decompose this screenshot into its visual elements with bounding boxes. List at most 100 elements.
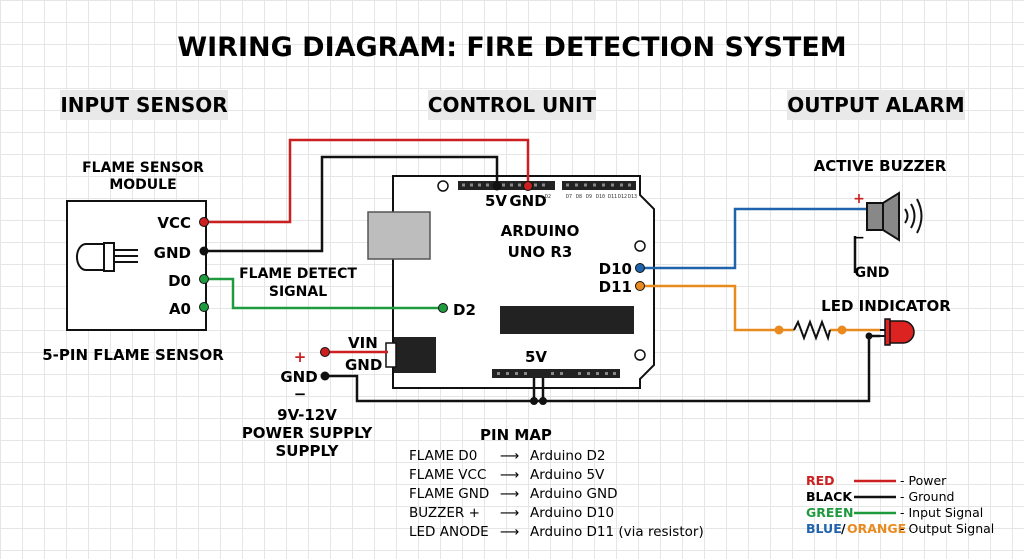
arduino-pin-gnd: GND (509, 192, 546, 210)
connector-dot (199, 217, 209, 227)
header-pin-label: D9 (586, 194, 592, 200)
sensor-caption: 5-PIN FLAME SENSOR (42, 346, 224, 364)
power-label-line3: SUPPLY (275, 442, 339, 460)
section-header-control: CONTROL UNIT (428, 93, 597, 117)
mount-hole (634, 240, 646, 252)
header-bottom (492, 369, 620, 378)
arduino-pin-d11: D11 (599, 278, 632, 296)
power-label-line2: POWER SUPPLY (242, 424, 374, 442)
header-top-left (458, 181, 555, 190)
led-title: LED INDICATOR (821, 297, 951, 315)
mount-hole (437, 180, 449, 192)
pin-map-table: FLAME D0 ⟶ Arduino D2 FLAME VCC ⟶ Arduin… (409, 448, 704, 540)
pin-map-arrow: ⟶ (500, 448, 519, 464)
pin-map-from: LED ANODE (409, 524, 489, 540)
power-label-line1: 9V-12V (277, 406, 337, 424)
header-pin-label: D8 (576, 194, 582, 200)
legend: RED - Power BLACK - Ground GREEN - Input… (806, 473, 994, 536)
connector-dot (530, 397, 538, 405)
wire-power-vcc (204, 138, 530, 224)
legend-slash: / (841, 521, 846, 536)
pin-map-to: Arduino GND (530, 486, 618, 502)
buzzer-gnd-label: GND (855, 265, 890, 281)
pin-map-from: FLAME D0 (409, 448, 477, 464)
arduino-pin-5v: 5V (485, 192, 507, 210)
legend-black-desc: - Ground (900, 489, 954, 504)
arduino-board (392, 175, 655, 389)
buzzer-plus-sign: + (853, 191, 865, 207)
sound-waves-icon (904, 198, 923, 234)
connector-dot (438, 303, 448, 313)
sensor-pin-a0: A0 (169, 300, 191, 318)
header-pin-label: D13 (628, 194, 637, 200)
signal-label-line1: FLAME DETECT (239, 266, 357, 282)
arduino-pin-5v-bottom: 5V (525, 348, 547, 366)
arduino-name-line1: ARDUINO (501, 222, 580, 240)
connector-dot (320, 371, 330, 381)
legend-output-desc: - Output Signal (900, 521, 994, 536)
arduino-pin-gnd-power: GND (345, 356, 382, 374)
connector-dot (837, 325, 847, 335)
sensor-pin-d0: D0 (168, 272, 191, 290)
power-gnd-label: GND (280, 368, 317, 386)
flame-sensor-element-icon (75, 242, 138, 272)
buzzer-title: ACTIVE BUZZER (814, 157, 947, 175)
connector-dot (635, 263, 645, 273)
led-icon (880, 318, 915, 346)
pin-map-from: FLAME VCC (409, 467, 486, 483)
pin-map-arrow: ⟶ (500, 505, 519, 521)
connector-dot (865, 332, 873, 340)
legend-blue-name: BLUE (806, 521, 842, 536)
header-top-right (562, 181, 636, 190)
section-header-bg-control (428, 90, 596, 120)
header-pin-label: D2 (545, 194, 551, 200)
header-pin-label: D7 (566, 194, 572, 200)
connector-dot (523, 181, 533, 191)
mount-hole (634, 349, 646, 361)
legend-orange-name: ORANGE (847, 521, 906, 536)
pin-map-to: Arduino D2 (530, 448, 606, 464)
connector-dot (492, 181, 502, 191)
sensor-title-line1: FLAME SENSOR (82, 160, 204, 176)
connector-dot (199, 302, 209, 312)
pin-map-arrow: ⟶ (500, 486, 519, 502)
resistor-icon (793, 319, 831, 342)
wire-output-buzzer (640, 207, 867, 270)
pin-map-to: Arduino 5V (530, 467, 605, 483)
speaker-icon (866, 191, 900, 242)
power-plus-sign: + (294, 348, 307, 366)
legend-green-desc: - Input Signal (900, 505, 983, 520)
sensor-title-line2: MODULE (109, 177, 176, 193)
wire-ground-sensor (204, 155, 499, 253)
pin-map-from: FLAME GND (409, 486, 489, 502)
pin-map-title: PIN MAP (480, 426, 552, 444)
arduino-pin-d2: D2 (453, 301, 476, 319)
legend-green-name: GREEN (806, 505, 853, 520)
section-header-input: INPUT SENSOR (60, 93, 227, 117)
section-header-bg-output (787, 90, 965, 120)
microcontroller-chip (500, 306, 634, 334)
sensor-pin-gnd: GND (154, 244, 191, 262)
section-header-bg-input (60, 90, 228, 120)
power-jack-mouth (385, 342, 397, 368)
power-minus-sign: − (294, 385, 307, 403)
pin-map-to: Arduino D10 (530, 505, 614, 521)
page-title: WIRING DIAGRAM: FIRE DETECTION SYSTEM (177, 32, 846, 63)
arduino-pin-d10: D10 (599, 260, 632, 278)
power-jack (394, 337, 436, 373)
wire-input-signal (204, 277, 443, 310)
pin-map-arrow: ⟶ (500, 467, 519, 483)
usb-connector (367, 211, 431, 260)
connector-dot (635, 281, 645, 291)
connector-dot (199, 274, 209, 284)
buzzer-minus-sign: − (853, 230, 865, 246)
legend-black-name: BLACK (806, 489, 853, 504)
header-pin-label: D12 (618, 194, 627, 200)
connector-dot (320, 347, 330, 357)
connector-dot (539, 397, 547, 405)
connector-dot (199, 246, 209, 256)
section-header-output: OUTPUT ALARM (787, 93, 964, 117)
header-pin-label: D10 (596, 194, 605, 200)
legend-red-name: RED (806, 473, 835, 488)
